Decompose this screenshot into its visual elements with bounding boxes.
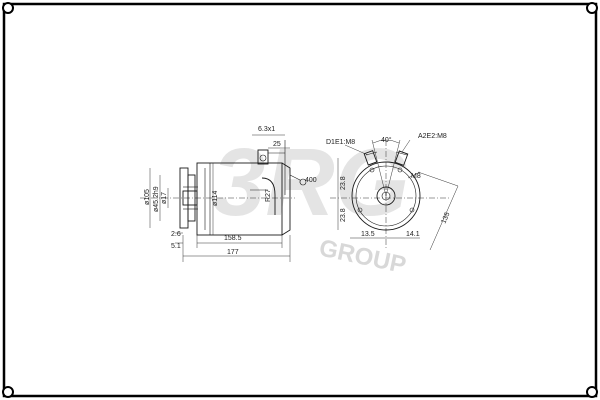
dim-horizontal-left: 13.5 [361, 231, 375, 238]
dim-terminal-thread: 6.3x1 [258, 126, 275, 133]
dim-end-width: 135 [440, 211, 451, 225]
watermark-logo: 3RG GROUP [212, 129, 409, 279]
watermark-word: GROUP [317, 234, 409, 279]
label-terminal-a2e2: A2E2:M8 [418, 133, 447, 140]
side-view [140, 140, 307, 236]
dim-terminal-angle: 40° [381, 136, 392, 144]
dim-terminal-height: 25 [273, 141, 281, 148]
corner-marker-bl [2, 386, 14, 398]
dim-body-dia: ø114 [212, 190, 219, 206]
terminal-right [394, 150, 409, 166]
label-bolt-thread: M8 [411, 173, 421, 180]
label-terminal-d1e1: D1E1:M8 [326, 139, 355, 146]
corner-marker-tr [586, 2, 598, 14]
dim-vertical-upper: 23.8 [340, 176, 347, 190]
dim-vertical-lower: 23.8 [340, 208, 347, 222]
watermark-brand: 3RG [212, 129, 409, 236]
dim-pilot-length: 2.6 [171, 231, 181, 238]
dim-front-length: 5.1 [171, 243, 181, 250]
side-view-dimensions [149, 134, 301, 262]
dim-total-length: 177 [227, 249, 239, 256]
dim-horizontal-right: 14.1 [406, 231, 420, 238]
dim-cable-length: 400 [305, 177, 317, 184]
corner-marker-tl [2, 2, 14, 14]
dim-body-length: 158.5 [224, 235, 242, 242]
dim-shaft-dia: ø17 [161, 192, 168, 204]
end-view-dimensions [337, 139, 459, 251]
dim-pilot-dia: ø45.2h9 [153, 186, 160, 212]
corner-marker-br [586, 386, 598, 398]
dim-bracket-radius: R27 [265, 189, 272, 202]
end-view [330, 139, 450, 248]
dim-shaft-flange-dia: ø105 [144, 189, 151, 205]
